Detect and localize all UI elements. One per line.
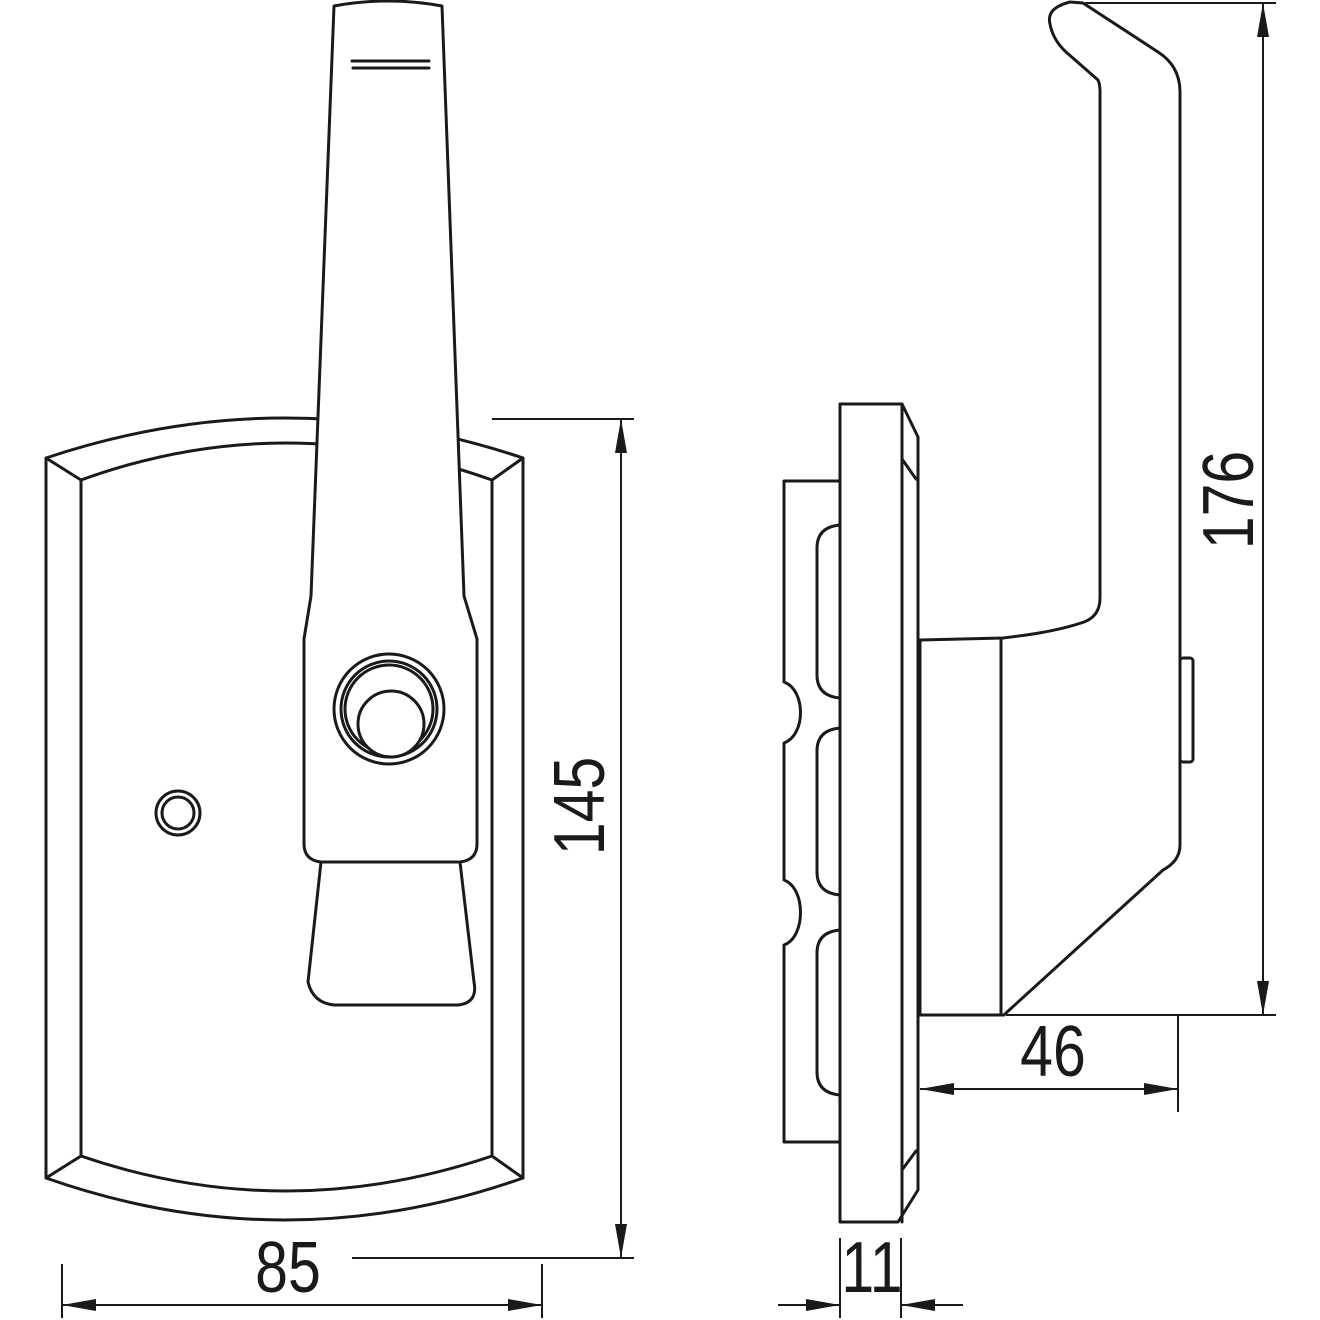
front-plate-bevel-bottom-right bbox=[490, 1154, 525, 1180]
side-gasket-slot-1 bbox=[815, 523, 842, 700]
front-lever-outline bbox=[302, 0, 479, 1007]
handle-front-view bbox=[44, 0, 525, 1222]
dim-label-plate-width: 85 bbox=[255, 1226, 321, 1307]
side-gasket-outline bbox=[782, 479, 842, 1144]
side-handle-outline bbox=[918, 0, 1182, 1017]
front-plate-bevel-top-right bbox=[490, 456, 525, 482]
side-gasket-slot-3 bbox=[815, 928, 842, 1097]
dim-176-extension-lines bbox=[1006, 2, 1276, 1016]
screw-hole-inner bbox=[160, 795, 196, 831]
dimension-plate-width: 85 bbox=[61, 1226, 543, 1318]
side-plate-chamfer-top bbox=[900, 457, 918, 481]
dim-11-arrow-left bbox=[806, 1299, 840, 1311]
dim-145-extension-lines bbox=[352, 418, 634, 1259]
front-plate-inner-outline bbox=[79, 441, 494, 1193]
dimension-plate-thickness: 11 bbox=[778, 1226, 963, 1318]
dim-85-extension-lines bbox=[61, 1264, 543, 1318]
front-plate-bevel-top-left bbox=[44, 456, 83, 482]
dim-46-arrow-left bbox=[920, 1083, 954, 1095]
dim-145-arrow-up bbox=[615, 419, 627, 453]
handle-side-view bbox=[782, 0, 1195, 1224]
dim-85-arrow-left bbox=[62, 1299, 96, 1311]
dimension-handle-depth: 46 bbox=[920, 1010, 1179, 1112]
dim-176-arrow-up bbox=[1257, 3, 1269, 37]
dim-11-arrow-right bbox=[901, 1299, 935, 1311]
dimensions: 145 85 176 46 bbox=[61, 2, 1276, 1318]
dimension-plate-height: 145 bbox=[352, 418, 634, 1259]
dim-label-plate-thickness: 11 bbox=[841, 1226, 902, 1307]
dim-label-handle-depth: 46 bbox=[1020, 1010, 1086, 1091]
dim-label-handle-height: 176 bbox=[1187, 451, 1268, 549]
dim-85-arrow-right bbox=[508, 1299, 542, 1311]
side-plate-chamfer-bottom bbox=[900, 1149, 918, 1172]
front-plate-bevel-bottom-left bbox=[44, 1154, 83, 1180]
side-handle-clip-tab bbox=[1178, 656, 1195, 764]
dim-label-plate-height: 145 bbox=[538, 757, 619, 855]
rosette-button bbox=[356, 689, 426, 759]
dim-46-arrow-right bbox=[1144, 1083, 1178, 1095]
dim-145-arrow-down bbox=[615, 1224, 627, 1258]
side-plate-outline bbox=[838, 402, 920, 1224]
dimension-handle-height: 176 bbox=[1006, 2, 1276, 1016]
side-gasket-slot-2 bbox=[815, 726, 842, 897]
dim-176-arrow-down bbox=[1257, 981, 1269, 1015]
front-lever-groove-lines bbox=[350, 59, 431, 70]
